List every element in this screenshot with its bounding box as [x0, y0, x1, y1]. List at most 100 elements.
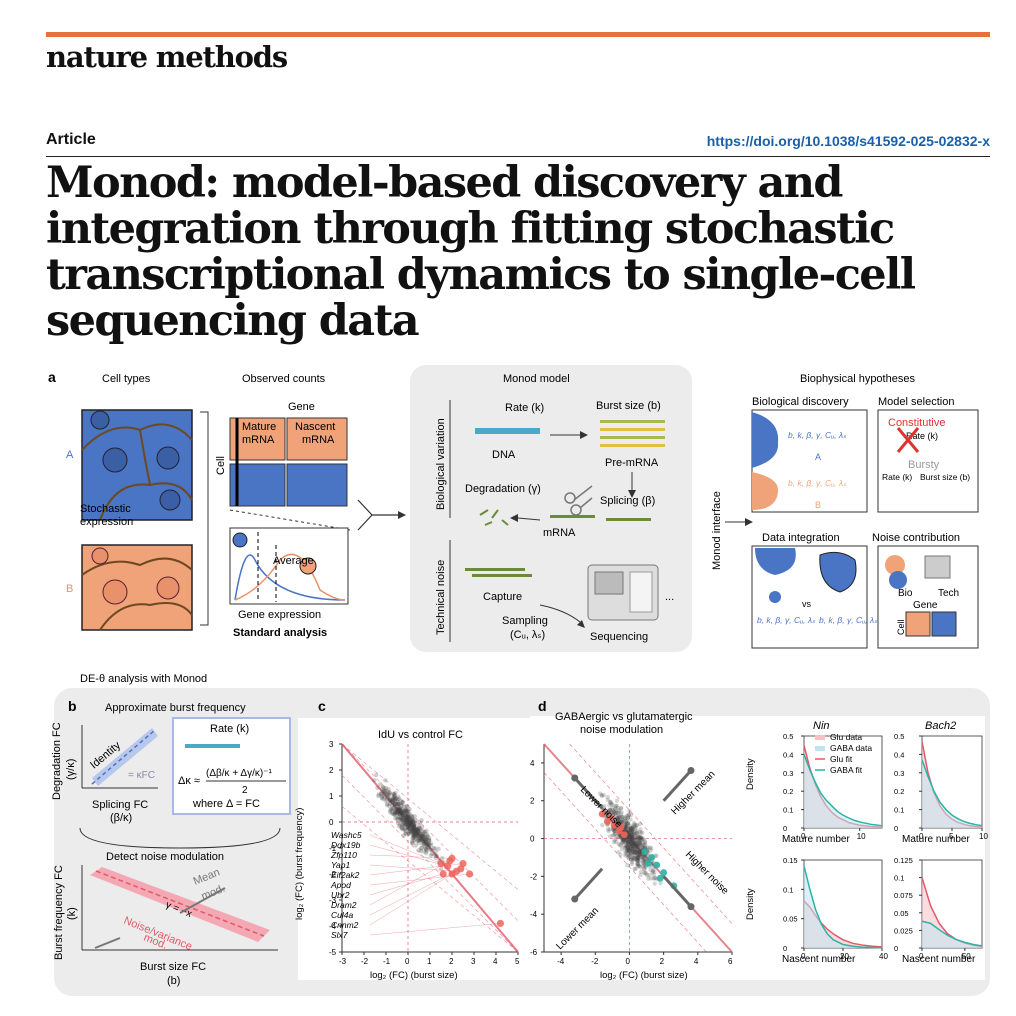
background-point	[635, 847, 641, 853]
background-point	[421, 842, 427, 847]
background-point	[424, 841, 430, 847]
journal-name[interactable]: nature methods	[46, 40, 288, 74]
background-point	[634, 847, 640, 853]
background-point	[412, 824, 417, 829]
background-point	[650, 870, 655, 875]
background-point	[400, 812, 405, 818]
background-point	[640, 855, 646, 860]
background-point	[651, 876, 656, 881]
background-point	[423, 847, 429, 852]
xlabel-mature-bach2: Mature number	[902, 834, 970, 845]
background-point	[416, 829, 421, 834]
background-point	[642, 839, 648, 845]
background-point	[629, 851, 634, 857]
background-point	[399, 811, 405, 817]
background-point	[620, 814, 626, 819]
background-point	[399, 806, 404, 812]
background-point	[403, 822, 408, 828]
background-point	[605, 827, 611, 832]
background-point	[411, 836, 416, 841]
background-point	[405, 813, 411, 818]
background-point	[410, 829, 416, 834]
background-point	[405, 819, 410, 825]
background-point	[404, 814, 409, 819]
label-cell: Cell	[215, 456, 227, 475]
background-point	[426, 842, 432, 847]
reference-line	[341, 743, 519, 890]
background-point	[390, 799, 395, 805]
background-point	[628, 829, 633, 835]
background-point	[637, 844, 642, 849]
background-point	[637, 841, 642, 847]
cell-tile-b	[81, 544, 193, 631]
background-point	[408, 829, 414, 834]
background-point	[637, 840, 642, 845]
background-point	[624, 845, 630, 850]
background-point	[390, 799, 395, 805]
background-point	[634, 844, 639, 850]
label-degradation-fc: Degradation FC	[51, 722, 63, 800]
background-point	[379, 795, 384, 800]
label-biological-discovery: Biological discovery	[752, 396, 849, 408]
background-point	[633, 866, 638, 872]
background-point	[396, 806, 402, 812]
background-point	[411, 826, 416, 832]
background-point	[398, 810, 403, 816]
background-point	[409, 824, 415, 829]
background-point	[627, 848, 633, 853]
background-point	[411, 829, 417, 834]
background-point	[409, 820, 414, 826]
background-point	[621, 837, 627, 842]
background-point	[405, 824, 411, 829]
background-point	[628, 830, 633, 836]
background-point	[612, 809, 617, 814]
background-point	[399, 817, 405, 823]
background-point	[629, 841, 635, 846]
background-point	[375, 785, 380, 791]
background-point	[395, 820, 401, 826]
background-point	[416, 835, 422, 840]
background-point	[421, 831, 426, 837]
doi-link[interactable]: https://doi.org/10.1038/s41592-025-02832…	[706, 133, 990, 149]
label-nascent-mrna: mRNA	[302, 434, 335, 446]
y-tick-label: -1	[329, 844, 337, 853]
label-tech: Tech	[938, 588, 959, 599]
background-point	[624, 813, 630, 818]
background-point	[629, 850, 634, 856]
background-point	[401, 810, 407, 815]
background-point	[628, 812, 634, 818]
background-point	[658, 880, 663, 886]
background-point	[415, 831, 420, 836]
background-point	[630, 836, 635, 842]
background-point	[638, 840, 643, 846]
background-point	[629, 830, 635, 835]
background-point	[652, 881, 657, 886]
background-point	[633, 849, 638, 855]
background-point	[637, 840, 642, 846]
background-point	[427, 838, 432, 843]
background-point	[615, 810, 621, 816]
legend-glu-data: Glu data	[830, 732, 862, 742]
label-mature-mrna: mRNA	[242, 434, 275, 446]
background-point	[629, 835, 634, 841]
background-point	[627, 834, 633, 839]
background-point	[631, 836, 636, 841]
background-point	[626, 834, 632, 839]
params-int-2: b, k, β, γ, Cᵤ, λₛ	[819, 615, 878, 625]
background-point	[400, 800, 405, 805]
background-point	[629, 826, 634, 831]
background-point	[630, 839, 636, 844]
background-point	[404, 803, 409, 809]
background-point	[410, 815, 415, 820]
background-point	[415, 827, 421, 833]
label-observed-counts: Observed counts	[242, 373, 326, 385]
background-point	[626, 839, 631, 844]
background-point	[627, 825, 633, 831]
background-point	[651, 872, 657, 878]
background-point	[392, 794, 397, 800]
background-point	[411, 820, 416, 825]
background-point	[403, 817, 408, 823]
background-point	[415, 833, 421, 838]
background-point	[415, 837, 421, 842]
